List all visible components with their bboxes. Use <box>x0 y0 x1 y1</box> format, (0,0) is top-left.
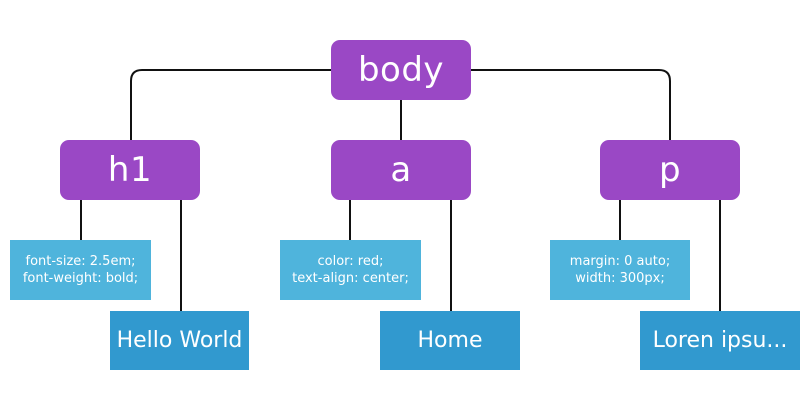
node-p-label: p <box>658 150 682 190</box>
node-body-label: body <box>357 50 445 90</box>
node-p: p <box>600 140 740 200</box>
style-line: color: red; <box>317 254 384 269</box>
style-line: width: 300px; <box>575 271 665 286</box>
style-node-p: margin: 0 auto; width: 300px; <box>550 240 690 300</box>
content-node-a-text: Home <box>417 328 483 353</box>
node-a: a <box>331 140 471 200</box>
connector-body-h1 <box>130 69 331 140</box>
content-node-p: Loren ipsu... <box>640 311 800 370</box>
content-node-a: Home <box>380 311 520 370</box>
node-h1: h1 <box>60 140 200 200</box>
style-node-a: color: red; text-align: center; <box>280 240 421 300</box>
node-h1-label: h1 <box>107 150 153 190</box>
content-node-p-text: Loren ipsu... <box>652 328 788 353</box>
style-line: font-weight: bold; <box>22 271 139 286</box>
style-node-h1: font-size: 2.5em; font-weight: bold; <box>10 240 151 300</box>
style-line: margin: 0 auto; <box>569 254 671 269</box>
node-body: body <box>331 40 471 100</box>
node-a-label: a <box>390 150 412 190</box>
style-line: text-align: center; <box>292 271 409 286</box>
content-node-h1: Hello World <box>110 311 249 370</box>
content-node-h1-text: Hello World <box>116 328 243 353</box>
style-line: font-size: 2.5em; <box>25 254 136 269</box>
connector-body-p <box>471 69 671 140</box>
